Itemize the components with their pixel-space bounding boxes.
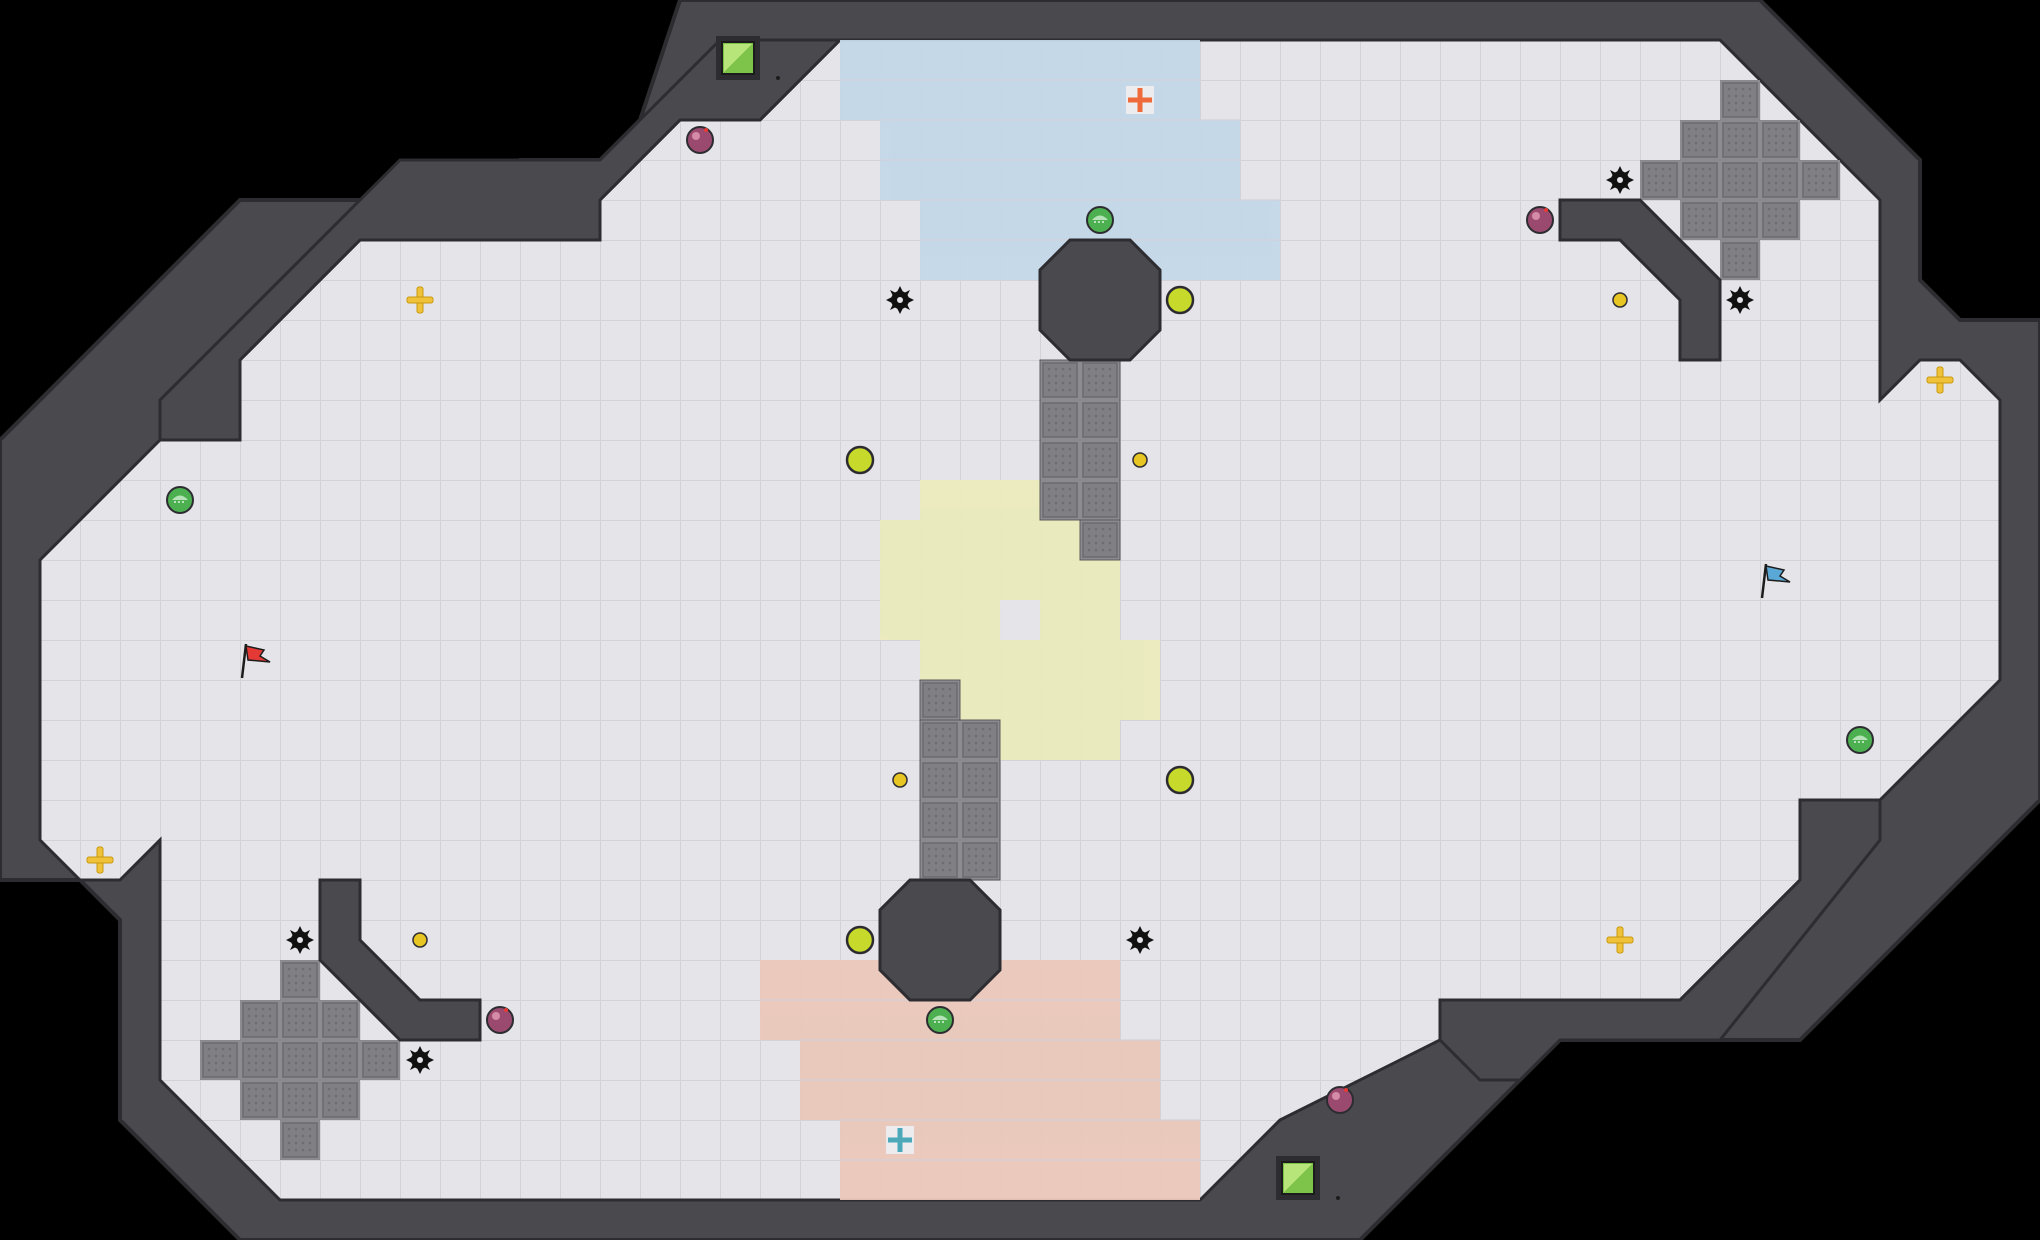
boost-pad-icon [845, 285, 1195, 955]
gate-column-bottom [919, 679, 1001, 881]
blue-flag-icon [1760, 563, 1791, 599]
spike-icon [286, 166, 1754, 1074]
blue-spawn-icon [886, 1126, 914, 1154]
toggle-button-top[interactable] [716, 36, 780, 80]
bomb-icon [486, 126, 1554, 1114]
toggle-button-bottom[interactable] [1276, 1156, 1340, 1200]
red-spawn-icon [1126, 86, 1154, 114]
yellow-zone [880, 480, 1160, 760]
red-flag-icon [240, 643, 271, 679]
inner-wall-topleft [158, 38, 844, 442]
powerup-icon [166, 206, 1874, 1034]
inner-wall-bottomright [1438, 798, 1882, 1082]
gate-column-top [1039, 359, 1121, 561]
yellow-spawn-icon [86, 286, 1954, 954]
diagonal-wall-bottom-left [318, 878, 482, 1042]
gate-cluster-bottom-left [200, 960, 400, 1160]
octagon-wall-top [1038, 238, 1162, 362]
portal-icon [412, 292, 1628, 948]
octagon-wall-bottom [878, 878, 1002, 1002]
diagonal-wall-top-right [1558, 198, 1722, 362]
gate-cluster-top-right [1640, 80, 1840, 280]
